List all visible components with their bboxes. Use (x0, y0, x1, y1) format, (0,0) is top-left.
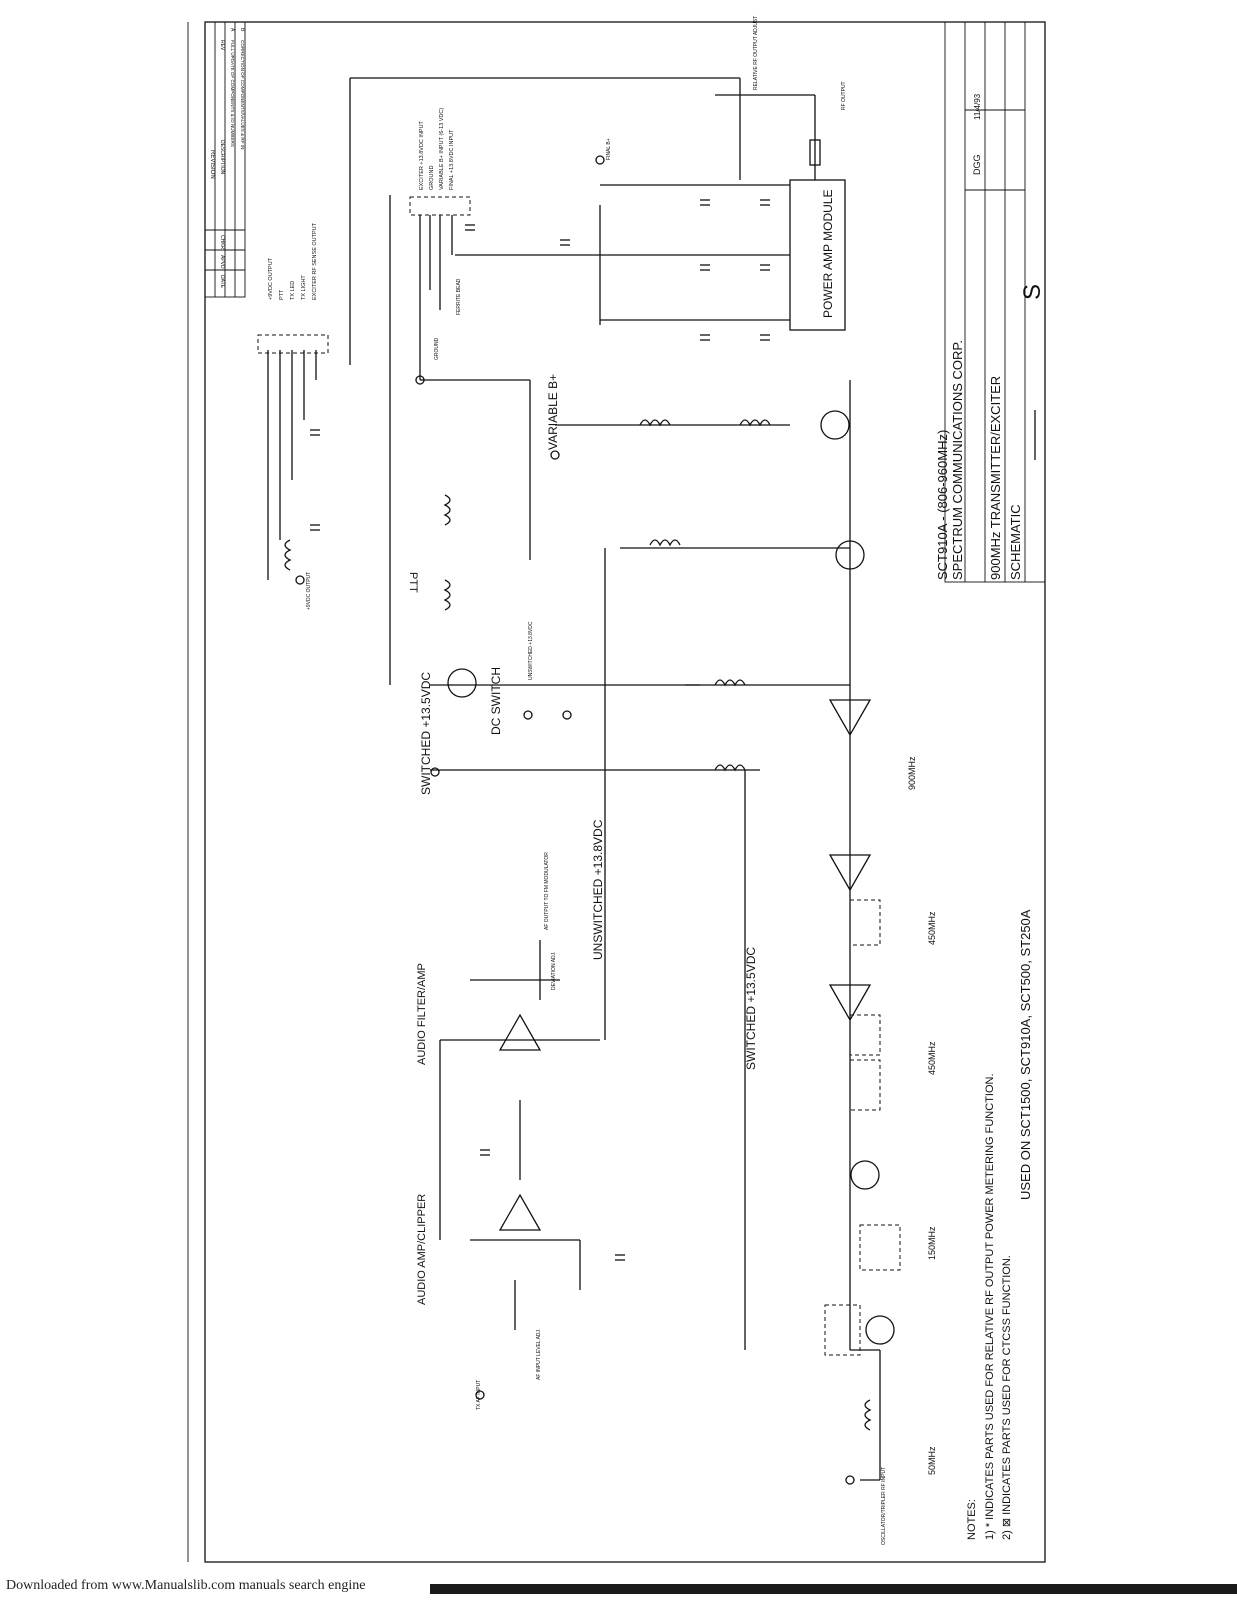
j206-pin5: EXCITER RF SENSE OUTPUT (312, 222, 318, 300)
revision-header: REVISION (209, 150, 215, 179)
rf-chain (849, 380, 881, 1481)
label-ptt: PTT (407, 572, 419, 593)
title-used-on: USED ON SCT1500, SCT910A, SCT500, ST250A (1018, 909, 1033, 1200)
capacitors (310, 199, 770, 1261)
revision-col-rev: REV (219, 40, 225, 51)
title-company: SPECTRUM COMMUNICATIONS CORP. (950, 340, 965, 580)
label-50mhz: 50MHz (927, 1446, 937, 1475)
title-date: 11/4/93 (973, 93, 982, 120)
label-150mhz: 150MHz (927, 1226, 937, 1260)
revision-col-desc: DESCRIPTION (219, 140, 225, 175)
title-block: SCT910A - (806-960MHz) SPECTRUM COMMUNIC… (935, 21, 1046, 1200)
ground-label: GROUND (434, 337, 440, 360)
revision-col-date: DATE (219, 275, 225, 289)
revision-table: REVISION REV DESCRIPTION CHKR APVD DATE … (204, 21, 246, 298)
j207-pin4: FINAL +13.8VDC INPUT (449, 129, 455, 190)
label-variable-b: VARIABLE B+ (546, 374, 560, 450)
inductor-coils (284, 419, 872, 1431)
footer-bar (430, 1584, 1237, 1594)
title-model: SCT910A - (806-960MHz) (935, 430, 950, 580)
label-switched-top: SWITCHED +13.5VDC (419, 672, 433, 795)
power-amp-label: POWER AMP MODULE (821, 190, 835, 318)
osc-input-label: OSCILLATOR/TRIPLER RF INPUT (881, 1467, 887, 1545)
revision-col-chkr: CHKR (219, 235, 225, 250)
label-450mhz-b: 450MHz (927, 911, 937, 945)
connector-labels: +9VDC OUTPUT PTT TX LED TX LIGHT EXCITER… (268, 16, 887, 1545)
rf-output-label: RF OUTPUT (841, 81, 847, 110)
audio-wiring (439, 940, 600, 1330)
notes-block: NOTES: 1) * INDICATES PARTS USED FOR REL… (966, 1073, 1013, 1540)
j206-pin3: TX LED (290, 281, 296, 300)
connector-strips (257, 196, 471, 580)
label-900mhz: 900MHz (907, 756, 917, 790)
side-mark: S (1019, 284, 1046, 300)
j206-pin2: PTT (279, 289, 285, 300)
transistors (447, 410, 895, 1345)
label-dc-switch: DC SWITCH (489, 667, 503, 735)
terminals (295, 155, 855, 1485)
deviation-adjust-label: DEVIATION ADJ. (551, 951, 557, 990)
label-audio-filter-amp: AUDIO FILTER/AMP (416, 963, 428, 1065)
j207-pin3: VARIABLE B+ INPUT (6-13 VDC) (439, 108, 445, 190)
j206-pin1: +9VDC OUTPUT (268, 257, 274, 300)
unsw-13-label: UNSWITCHED +13.8VDC (528, 621, 534, 680)
revision-col-apvd: APVD (219, 255, 225, 269)
pwr-9v-label: +9VDC OUTPUT (306, 572, 312, 610)
title-line1: 900MHz TRANSMITTER/EXCITER (988, 376, 1003, 580)
note-1: 1) * INDICATES PARTS USED FOR RELATIVE R… (984, 1073, 996, 1540)
amplifier-stages (498, 699, 872, 1231)
label-unswitched: UNSWITCHED +13.8VDC (591, 819, 605, 960)
inductor-shields (824, 899, 901, 1356)
revision-row-b-id: B (239, 28, 245, 32)
rf-output-network (715, 78, 821, 180)
af-output-label: AF OUTPUT TO FM MODULATOR (544, 852, 550, 930)
footer: Downloaded from www.Manualslib.com manua… (0, 1574, 1237, 1600)
revision-row-a-id: A (229, 28, 235, 32)
relative-adjust-label: RELATIVE RF OUTPUT ADJUST (753, 16, 759, 90)
j207-pin1: EXCITER +13.8VDC INPUT (419, 120, 425, 190)
revision-row-a-desc: FULL UPDATE OF COMPONENTS & ID NUMBERS (230, 40, 235, 147)
notes-heading: NOTES: (966, 1499, 978, 1540)
power-rails (349, 77, 850, 1350)
label-audio-amp-clipper: AUDIO AMP/CLIPPER (416, 1194, 428, 1305)
title-line2: SCHEMATIC (1008, 504, 1023, 580)
tx-af-input-label: TX AF INPUT (476, 1380, 482, 1410)
revision-row-b-desc: CORRECTION OF COMPONENTS/VALUES & RF IN (240, 40, 245, 149)
label-450mhz-a: 450MHz (927, 1041, 937, 1075)
note-2: 2) ⊠ INDICATES PARTS USED FOR CTCSS FUNC… (1001, 1255, 1013, 1540)
af-level-adjust-label: AF INPUT LEVEL ADJ. (536, 1329, 542, 1380)
final-b-label: FINAL B+ (606, 138, 612, 160)
j206-pin4: TX LIGHT (301, 275, 307, 300)
title-drawn-by: DGG (972, 154, 982, 175)
j207-pin2: GROUND (429, 166, 435, 190)
ferrite-label: FERRITE BEAD (456, 278, 462, 315)
power-amp-module: POWER AMP MODULE (789, 179, 846, 331)
sheet-border (204, 21, 1046, 1563)
footer-text: Downloaded from www.Manualslib.com manua… (6, 1578, 366, 1593)
label-switched-left: SWITCHED +13.5VDC (744, 947, 758, 1070)
